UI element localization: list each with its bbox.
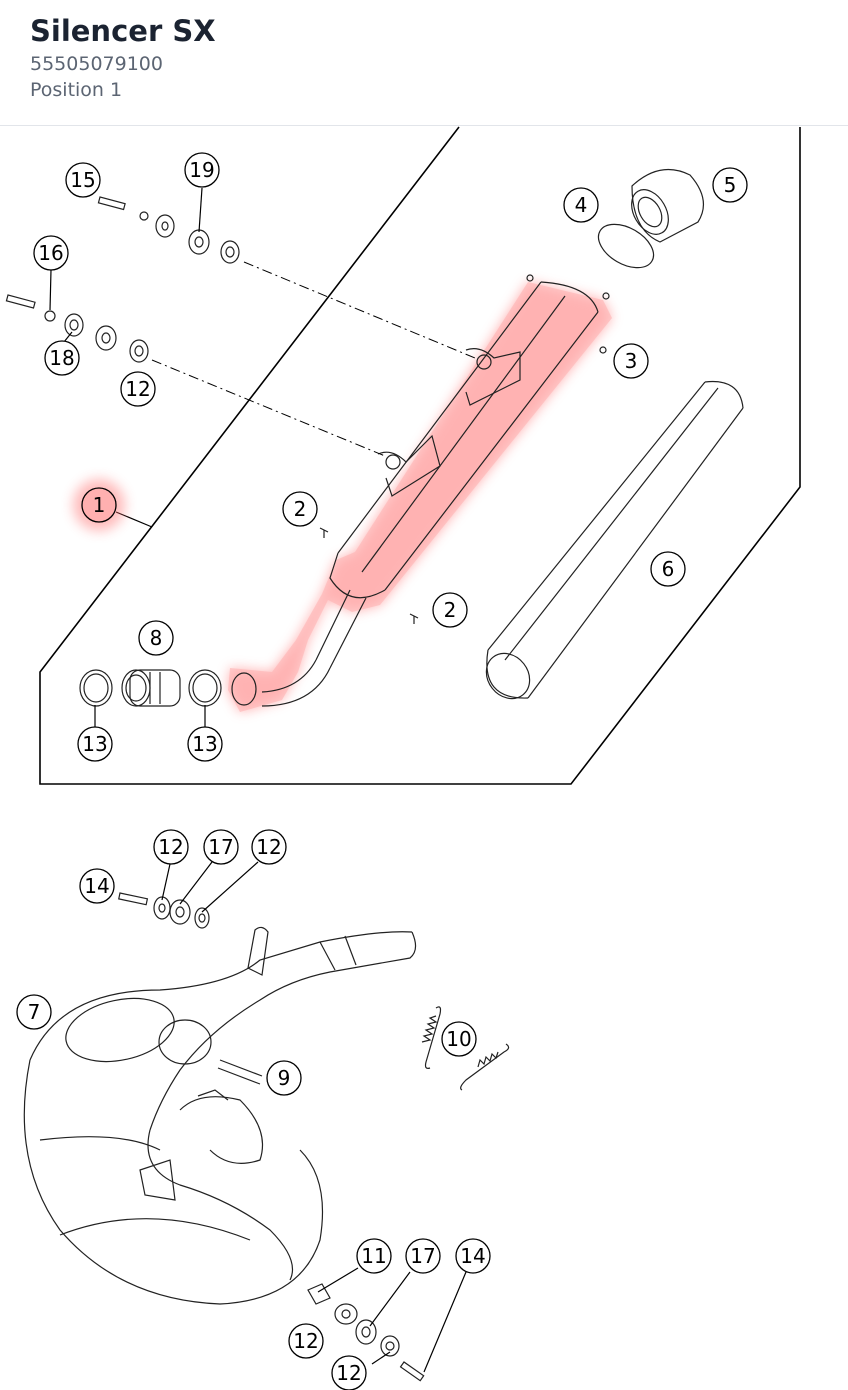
callout-12[interactable]: 12 [251,829,287,865]
callout-10[interactable]: 10 [441,1021,477,1057]
callout-12[interactable]: 12 [120,371,156,407]
assembly-frame [39,126,801,785]
svg-text:17: 17 [208,835,233,859]
svg-text:14: 14 [84,874,109,898]
exhaust-pipe [23,926,417,1305]
pipe-coupling [79,669,222,707]
svg-text:13: 13 [82,732,107,756]
svg-text:6: 6 [662,557,675,581]
callout-17[interactable]: 17 [203,829,239,865]
callout-12[interactable]: 12 [331,1355,367,1390]
alignment-lines [151,261,476,457]
page-title: Silencer SX [30,14,216,48]
svg-text:14: 14 [460,1244,485,1268]
callout-2[interactable]: 2 [282,491,318,527]
hardware-upper [5,196,610,624]
svg-text:2: 2 [294,497,307,521]
svg-text:1: 1 [93,493,106,517]
callout-12[interactable]: 12 [288,1323,324,1359]
svg-text:12: 12 [158,835,183,859]
callout-5[interactable]: 5 [712,167,748,203]
callout-18[interactable]: 18 [44,340,80,376]
callout-16[interactable]: 16 [33,235,69,271]
callout-2[interactable]: 2 [432,592,468,628]
callout-1[interactable]: 1 [73,479,125,531]
callout-6[interactable]: 6 [650,551,686,587]
callout-14[interactable]: 14 [455,1238,491,1274]
callout-14[interactable]: 14 [79,868,115,904]
svg-text:10: 10 [446,1027,471,1051]
svg-text:12: 12 [293,1329,318,1353]
callout-13[interactable]: 13 [187,726,223,762]
heat-shield-tube [485,380,744,700]
callout-7[interactable]: 7 [16,994,52,1030]
o-ring [597,223,655,269]
svg-text:17: 17 [410,1244,435,1268]
leader-lines [49,187,467,1373]
position-label: Position 1 [30,79,123,101]
svg-text:15: 15 [70,168,95,192]
svg-text:4: 4 [575,193,588,217]
callout-19[interactable]: 19 [184,152,220,188]
silencer-body [231,281,599,707]
svg-text:9: 9 [278,1066,291,1090]
svg-text:2: 2 [444,598,457,622]
callout-12[interactable]: 12 [153,829,189,865]
callout-17[interactable]: 17 [405,1238,441,1274]
svg-text:7: 7 [28,1000,41,1024]
svg-text:3: 3 [625,349,638,373]
hardware-lower [118,892,425,1382]
svg-text:12: 12 [256,835,281,859]
svg-text:8: 8 [150,626,163,650]
callout-3[interactable]: 3 [613,343,649,379]
part-number: 55505079100 [30,53,163,75]
svg-text:5: 5 [724,173,737,197]
callout-9[interactable]: 9 [266,1060,302,1096]
svg-text:16: 16 [38,241,63,265]
callout-13[interactable]: 13 [77,726,113,762]
svg-text:12: 12 [125,377,150,401]
svg-text:18: 18 [49,346,74,370]
callout-15[interactable]: 15 [65,162,101,198]
callout-8[interactable]: 8 [138,620,174,656]
svg-text:13: 13 [192,732,217,756]
silencer-highlight [228,282,612,712]
callouts: 15 19 5 4 16 3 18 12 1 2 6 2 8 13 13 12 … [16,152,748,1390]
svg-text:12: 12 [336,1361,361,1385]
end-cap [631,168,705,243]
springs [217,1006,510,1091]
part-header: Silencer SX 55505079100 Position 1 [0,0,848,126]
svg-text:19: 19 [189,158,214,182]
callout-11[interactable]: 11 [356,1238,392,1274]
svg-text:11: 11 [361,1244,386,1268]
callout-4[interactable]: 4 [563,187,599,223]
